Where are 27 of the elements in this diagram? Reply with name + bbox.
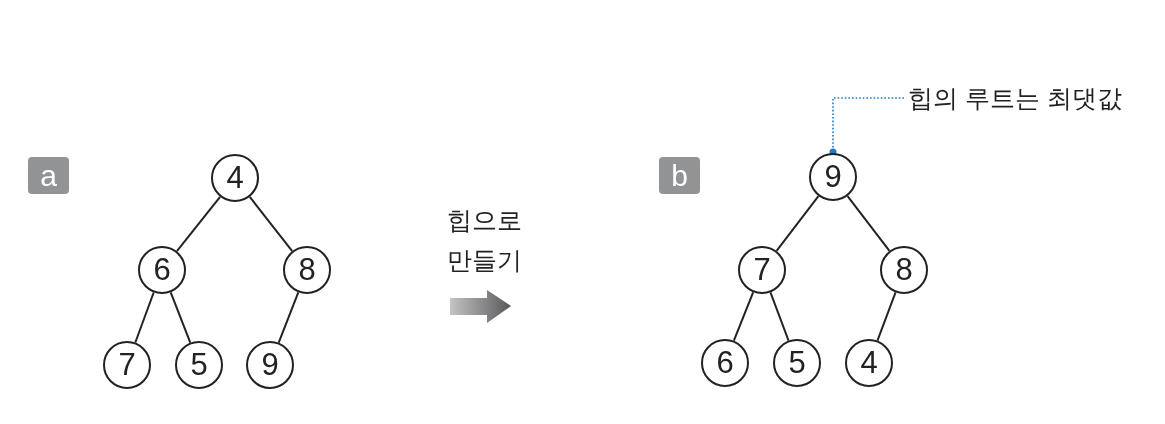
tree-edge <box>277 291 300 344</box>
tree-edge <box>175 195 222 253</box>
tree-edge <box>769 291 790 342</box>
tree-edge <box>134 291 155 344</box>
tree-node: 4 <box>845 339 893 387</box>
tree-edge <box>876 291 897 342</box>
tree-node: 7 <box>738 246 786 294</box>
panel-badge: b <box>659 157 700 194</box>
panel-badge: a <box>28 157 69 194</box>
tree-node: 6 <box>701 339 749 387</box>
tree-edge <box>732 291 755 342</box>
tree-edge <box>248 195 294 253</box>
tree-node: 8 <box>880 246 928 294</box>
tree-node: 6 <box>138 246 186 294</box>
tree-node: 9 <box>246 341 294 389</box>
tree-node: 5 <box>175 341 223 389</box>
tree-edge <box>169 291 192 344</box>
tree-node: 9 <box>809 153 857 201</box>
tree-edge <box>846 195 891 252</box>
callout-text: 힙의 루트는 최댓값 <box>908 78 1122 118</box>
tree-edge <box>775 195 820 252</box>
tree-node: 5 <box>773 339 821 387</box>
tree-node: 8 <box>283 246 331 294</box>
step-label: 힙으로 만들기 <box>447 205 523 276</box>
tree-node: 4 <box>211 154 259 202</box>
leader-line <box>829 97 905 156</box>
tree-node: 7 <box>103 341 151 389</box>
